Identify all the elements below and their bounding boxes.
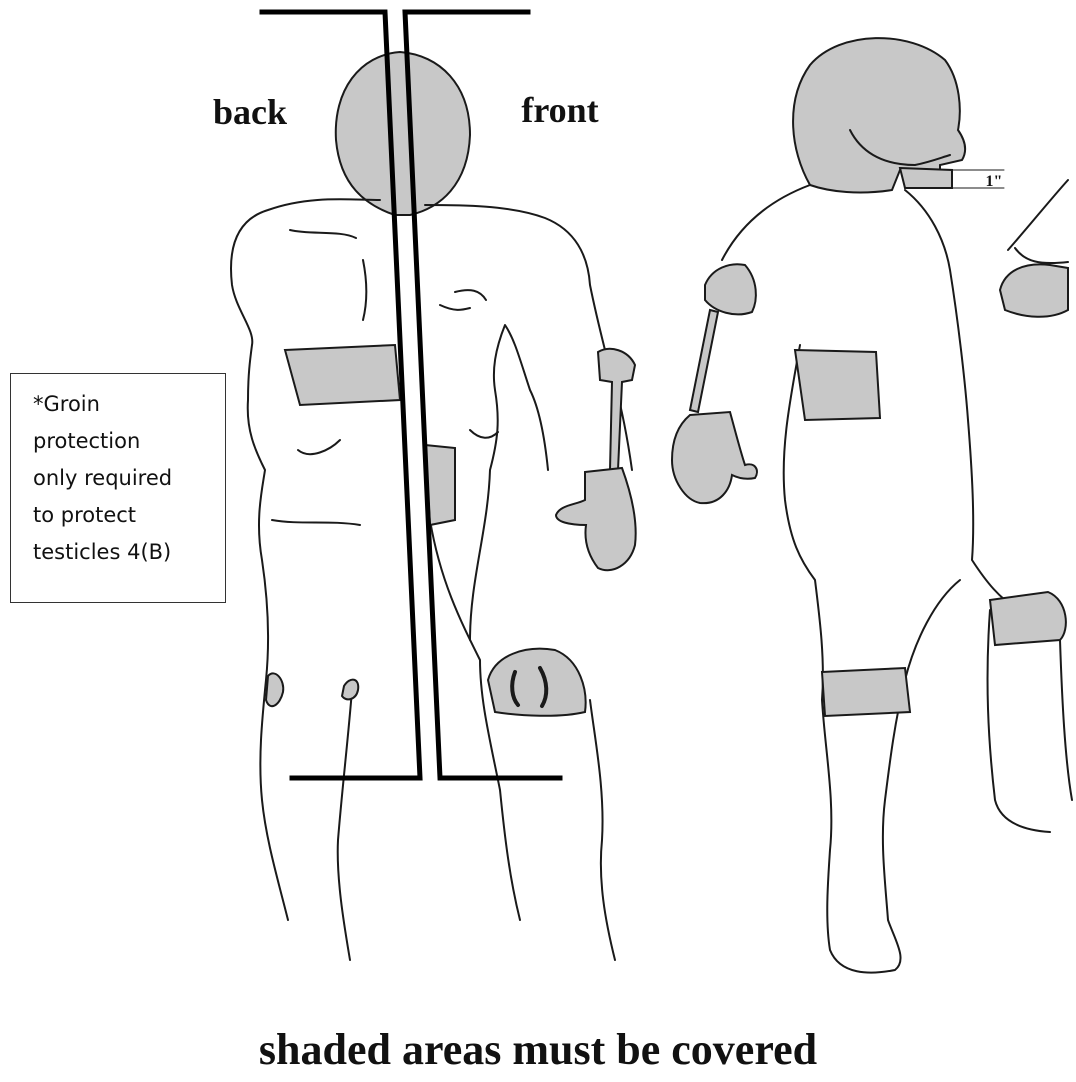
back-label: back [213, 92, 287, 132]
head-shaded [336, 52, 470, 215]
front-glove [556, 468, 636, 570]
side-rear-elbow-pad [1000, 264, 1068, 316]
side-glove [672, 412, 757, 503]
back-body-outline [231, 199, 380, 920]
front-body-outline [425, 205, 632, 640]
front-chest-detail [440, 290, 498, 438]
side-waist-band [795, 350, 880, 420]
side-elbow-pad [705, 264, 756, 314]
note-line: to protect [33, 497, 211, 534]
side-rear-knee-pad [990, 592, 1066, 645]
side-body-outline [722, 185, 1020, 973]
note-line: testicles 4(B) [33, 534, 211, 571]
back-inner-leg [338, 690, 352, 960]
side-back-arm [1008, 180, 1068, 263]
front-label: front [521, 90, 598, 130]
note-line: *Groin [33, 386, 211, 423]
side-forearm-strip [690, 310, 718, 412]
one-inch-label: 1" [986, 173, 1003, 190]
side-front-knee-pad [822, 668, 910, 716]
front-leg-outline [430, 520, 615, 960]
split-figure: back front [213, 12, 636, 960]
side-figure: 1" [672, 38, 1072, 973]
side-neck-band [900, 168, 952, 188]
note-line: protection [33, 423, 211, 460]
front-knee-pad [488, 649, 586, 716]
groin-note-box: *Groin protection only required to prote… [10, 373, 226, 603]
caption: shaded areas must be covered [0, 1024, 1076, 1075]
back-knee-left [266, 673, 283, 706]
note-line: only required [33, 460, 211, 497]
back-waist-band [285, 345, 400, 405]
back-knee-right [342, 680, 358, 700]
